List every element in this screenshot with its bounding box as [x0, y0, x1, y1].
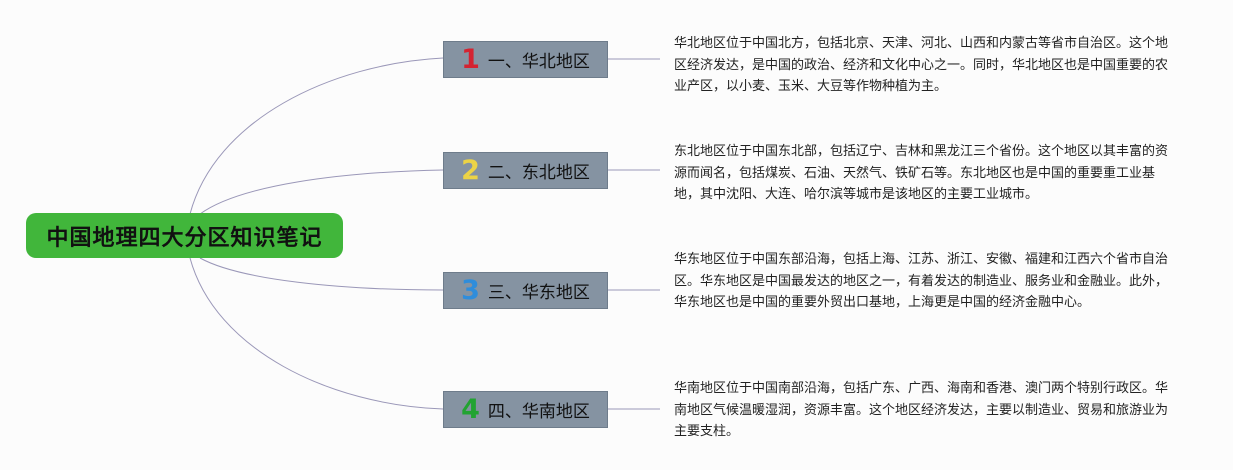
branch-label-3: 三、华东地区: [487, 283, 590, 303]
root-topic-label: 中国地理四大分区知识笔记: [46, 225, 323, 251]
root-topic[interactable]: 中国地理四大分区知识笔记: [26, 213, 343, 258]
branch-number-2: 2: [461, 155, 480, 186]
connector-root-branch-2: [199, 169, 444, 215]
connector-root-branch-3: [199, 257, 444, 291]
note-south-china: 华南地区位于中国南部沿海，包括广东、广西、海南和香港、澳门两个特别行政区。华南地…: [674, 381, 1169, 439]
branch-label-4: 四、华南地区: [487, 402, 590, 422]
branch-label-2: 二、东北地区: [487, 163, 590, 183]
connector-root-branch-4: [189, 257, 444, 410]
branch-topic-south-china[interactable]: 4 四、华南地区: [443, 391, 608, 428]
note-north-china: 华北地区位于中国北方，包括北京、天津、河北、山西和内蒙古等省市自治区。这个地区经…: [674, 36, 1169, 94]
branch-number-1: 1: [461, 44, 480, 75]
branch-topic-north-china[interactable]: 1 一、华北地区: [443, 41, 608, 78]
branch-topic-east-china[interactable]: 3 三、华东地区: [443, 272, 608, 309]
branch-label-1: 一、华北地区: [487, 52, 590, 72]
branch-topic-northeast-china[interactable]: 2 二、东北地区: [443, 152, 608, 189]
branch-number-3: 3: [461, 275, 480, 306]
branch-number-4: 4: [461, 394, 480, 425]
note-northeast-china: 东北地区位于中国东北部，包括辽宁、吉林和黑龙江三个省份。这个地区以其丰富的资源而…: [674, 144, 1169, 202]
connector-root-branch-1: [189, 57, 444, 215]
note-east-china: 华东地区位于中国东部沿海，包括上海、江苏、浙江、安徽、福建和江西六个省市自治区。…: [674, 252, 1169, 310]
